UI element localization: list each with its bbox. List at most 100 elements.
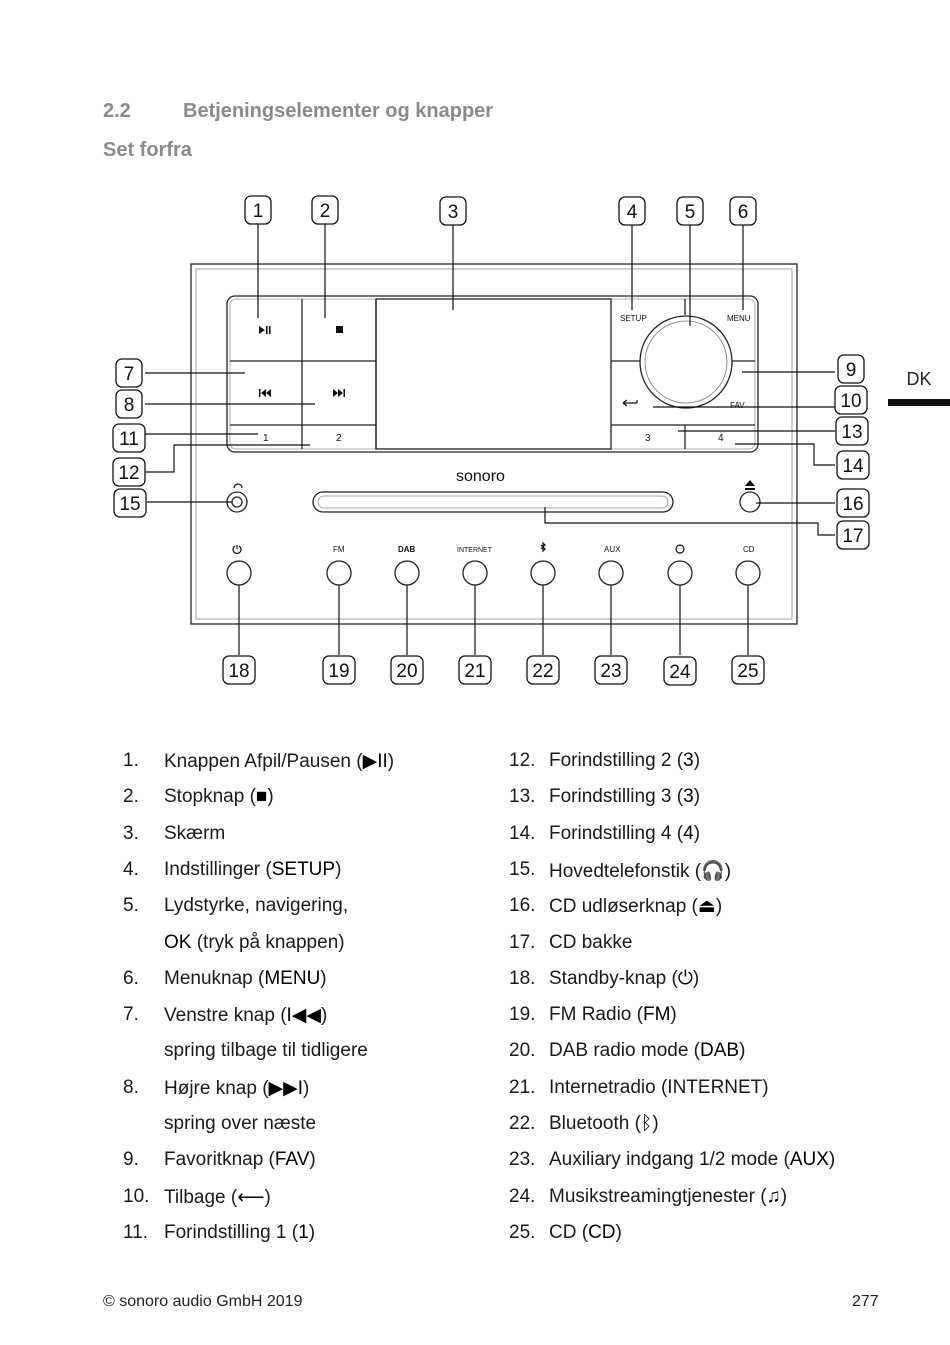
- item-number: 21.: [509, 1076, 536, 1098]
- item-number: 5.: [123, 895, 139, 917]
- callout-box: [594, 655, 628, 685]
- list-item: 21.Internetradio (INTERNET): [509, 1076, 769, 1099]
- list-item: 9. Favoritknap (FAV): [123, 1149, 316, 1171]
- dab-label: DAB: [398, 545, 416, 554]
- callout-box: [526, 655, 560, 685]
- callout-box: [458, 655, 492, 685]
- item-text: Stopknap (■): [164, 786, 274, 808]
- callout-number: 16: [842, 494, 863, 515]
- item-number: 24.: [509, 1185, 536, 1207]
- item-text: CD (CD): [549, 1221, 622, 1243]
- callout-box: [837, 354, 865, 384]
- list-item: 19.FM Radio (FM): [509, 1004, 677, 1026]
- list-item: 2.Stopknap (■): [123, 786, 274, 808]
- list-item: 24.Musikstreamingtjenester (♫): [509, 1185, 787, 1208]
- callout-box: [112, 457, 146, 487]
- callout-box: [311, 195, 339, 225]
- preset1-label: 1: [263, 433, 269, 444]
- list-item: 25. CD (CD): [509, 1221, 622, 1244]
- item-text: Auxiliary indgang 1/2 mode (AUX): [549, 1149, 836, 1171]
- list-item: 6.Menuknap (MENU): [123, 967, 327, 990]
- item-number: 6.: [123, 967, 139, 989]
- aux-label: AUX: [604, 545, 621, 554]
- setup-label: SETUP: [620, 314, 647, 323]
- internet-label: INTERNET: [457, 547, 493, 554]
- list-item: 18.Standby-knap (⏻): [509, 968, 699, 990]
- item-text: CD udløserknap (⏏): [549, 896, 723, 918]
- item-text: Højre knap (▶▶I): [164, 1077, 310, 1099]
- item-text: Knappen Afpil/Pausen (▶II): [164, 751, 395, 772]
- item-number: 3.: [123, 822, 139, 844]
- item-number: 22.: [509, 1113, 536, 1134]
- item-number: 8.: [123, 1076, 139, 1098]
- callout-number: 4: [627, 202, 638, 223]
- list-item: 1.Knappen Afpil/Pausen (▶II): [123, 750, 394, 772]
- footer-copyright: © sonoro audio GmbH 2019: [103, 1293, 303, 1310]
- item-number: 15.: [509, 858, 536, 880]
- list-item: 12. Forindstilling 2 (3): [509, 750, 700, 772]
- callout-number: 15: [119, 494, 140, 515]
- callout-number: 9: [846, 360, 857, 381]
- list-item: 3.Skærm: [123, 822, 225, 845]
- callout-number: 20: [396, 661, 417, 682]
- power-icon: [232, 545, 242, 554]
- item-text: Hovedtelefonstik (🎧): [549, 860, 732, 882]
- callout-number: 11: [119, 429, 139, 450]
- callout-number: 10: [840, 391, 861, 412]
- control-panel: [226, 295, 759, 453]
- item-text: spring over næste: [164, 1113, 317, 1134]
- fm-label: FM: [333, 545, 345, 554]
- front-panel-diagram: SETUP MENU FAV 1 2 3 4 sonoro FM DAB INT…: [0, 180, 950, 700]
- brand-logo: sonoro: [456, 468, 505, 485]
- item-number: 9.: [123, 1149, 139, 1171]
- cd-label: CD: [743, 545, 755, 554]
- item-text: Standby-knap (⏻): [549, 967, 700, 989]
- item-text: Forindstilling 4 (4): [549, 822, 701, 844]
- item-number: 12.: [509, 750, 536, 771]
- item-text: Forindstilling 1 (1): [164, 1221, 316, 1243]
- callout-box: [439, 196, 467, 226]
- menu-label: MENU: [727, 314, 751, 323]
- callout-box: [836, 450, 870, 480]
- callout-number: 22: [532, 661, 553, 682]
- item-number: 23.: [509, 1149, 536, 1171]
- callout-number: 2: [320, 201, 331, 222]
- item-number: 7.: [123, 1004, 139, 1026]
- page-number: 277: [852, 1293, 879, 1310]
- callout-number: 5: [685, 202, 696, 223]
- callout-number: 3: [448, 202, 459, 223]
- callout-box: [222, 655, 256, 685]
- callout-box: [731, 655, 765, 685]
- callout-number: 18: [228, 661, 249, 682]
- list-item: 11.Forindstilling 1 (1): [123, 1222, 315, 1244]
- item-text: Tilbage (⟵): [164, 1186, 271, 1208]
- list-item: 13.Forindstilling 3 (3): [509, 786, 700, 808]
- list-item: 14.Forindstilling 4 (4): [509, 823, 700, 845]
- item-text: Favoritknap (FAV): [164, 1149, 316, 1171]
- item-number: 20.: [509, 1040, 536, 1062]
- callout-box: [322, 655, 356, 685]
- callout-box: [663, 656, 697, 686]
- item-text: OK (tryk på knappen): [164, 931, 345, 953]
- callout-box: [115, 389, 143, 419]
- eject-button: [739, 491, 761, 513]
- item-text: Forindstilling 2 (3): [549, 750, 701, 771]
- item-number: 25.: [509, 1221, 536, 1243]
- callout-box: [244, 195, 272, 225]
- bluetooth-icon: [540, 541, 546, 553]
- callout-number: 6: [738, 202, 749, 223]
- item-number: 17.: [509, 931, 536, 953]
- item-number: 19.: [509, 1004, 536, 1026]
- preset2-label: 2: [336, 433, 342, 444]
- callout-number: 7: [124, 364, 135, 385]
- language-tab: DK: [888, 360, 950, 406]
- callout-number: 8: [124, 395, 135, 416]
- list-item: 22.Bluetooth (ᛒ): [509, 1113, 659, 1135]
- callout-box: [618, 196, 646, 226]
- callout-number: 14: [842, 456, 864, 477]
- callout-number: 1: [253, 201, 264, 222]
- item-text: Venstre knap (I◀◀): [164, 1005, 328, 1027]
- callout-box: [115, 358, 143, 388]
- callout-box: [676, 196, 704, 226]
